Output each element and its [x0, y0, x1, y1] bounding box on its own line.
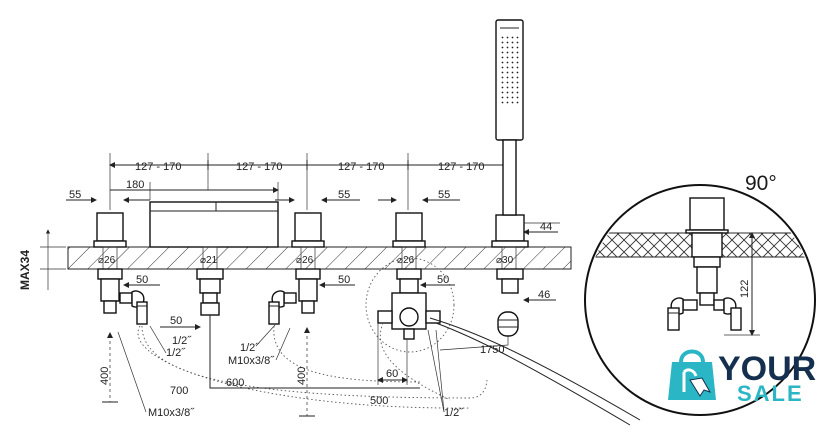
handle-middle — [291, 212, 325, 248]
holder-width-dimension: 44 — [523, 221, 560, 235]
diameter-label-5: ⌀30 — [496, 255, 514, 266]
offset-label-3: 50 — [437, 274, 449, 286]
shower-holder — [491, 214, 529, 248]
diverter-offset-label: 60 — [386, 368, 398, 380]
handle-width-dimensions: 55 55 55 — [66, 189, 460, 203]
holder-below-label: 46 — [538, 289, 550, 301]
max-thickness-label: MAX34 — [18, 250, 32, 290]
offset-label-2: 50 — [338, 274, 350, 286]
detail-angle-label: 90° — [745, 172, 777, 195]
hand-shower — [495, 19, 524, 216]
hose-connection-label-a: M10x3/8˝ — [228, 355, 275, 367]
hose-length-label-2: 600 — [226, 377, 244, 389]
offset-dimensions: 50 50 50 46 50 — [123, 274, 556, 330]
thread-label-a: 1/2˝ — [172, 335, 192, 347]
pipe-height-label-1: 400 — [99, 367, 111, 385]
your-sale-logo: YOUR SALE — [668, 349, 816, 406]
thread-label-d: 1/2˝ — [444, 407, 464, 419]
max-thickness-dimension: MAX34 — [18, 229, 66, 290]
spacing-label-3: 127 - 170 — [338, 161, 384, 173]
hose-routes — [137, 315, 641, 426]
thread-label-b: 1/2˝ — [166, 347, 186, 359]
spacing-dimensions: 127 - 170 127 - 170 127 - 170 127 - 170 — [109, 153, 511, 210]
handle-width-label-a: 55 — [69, 189, 81, 201]
hose-length-label-1: 700 — [170, 385, 188, 397]
hose-connection-label-b: M10x3/8˝ — [148, 407, 195, 419]
spacing-label-4: 127 - 170 — [438, 161, 484, 173]
spout-width-dimension: 180 — [110, 179, 279, 200]
logo-word-sale: SALE — [737, 381, 804, 406]
bath-spout — [149, 201, 279, 248]
diameter-label-2: ⌀21 — [200, 255, 218, 266]
spacing-label-1: 127 - 170 — [135, 161, 181, 173]
spout-width-label: 180 — [126, 179, 144, 191]
hose-length-label-3: 500 — [370, 395, 388, 407]
offset-label-1: 50 — [136, 274, 148, 286]
holder-width-label: 44 — [540, 221, 552, 233]
spout-offset-label: 50 — [170, 315, 182, 327]
logo-word-your: YOUR — [718, 350, 816, 388]
spout-connector — [196, 268, 224, 316]
spacing-label-2: 127 - 170 — [236, 161, 282, 173]
handle-diverter — [392, 212, 426, 248]
diameter-label-4: ⌀26 — [397, 255, 415, 266]
diameter-label-1: ⌀26 — [98, 255, 116, 266]
thread-label-c: 1/2˝ — [240, 342, 260, 354]
detail-height-label: 122 — [739, 280, 751, 298]
valve-left — [97, 268, 148, 325]
diverter-offset-dimension: 60 — [377, 323, 408, 385]
valve-middle — [268, 268, 321, 325]
supply-pipe-middle: 400 — [296, 327, 315, 417]
handle-left — [93, 212, 127, 248]
hose-length-label-4: 1750 — [480, 344, 504, 356]
diverter-valve — [365, 257, 455, 353]
detail-view: 122 90° — [584, 172, 816, 416]
handle-width-label-c: 55 — [438, 189, 450, 201]
shower-hose-weight — [496, 268, 524, 337]
pipe-height-label-2: 400 — [296, 367, 308, 385]
diameter-label-3: ⌀26 — [296, 255, 314, 266]
supply-pipe-left: 400 — [99, 332, 118, 403]
handle-width-label-b: 55 — [338, 189, 350, 201]
